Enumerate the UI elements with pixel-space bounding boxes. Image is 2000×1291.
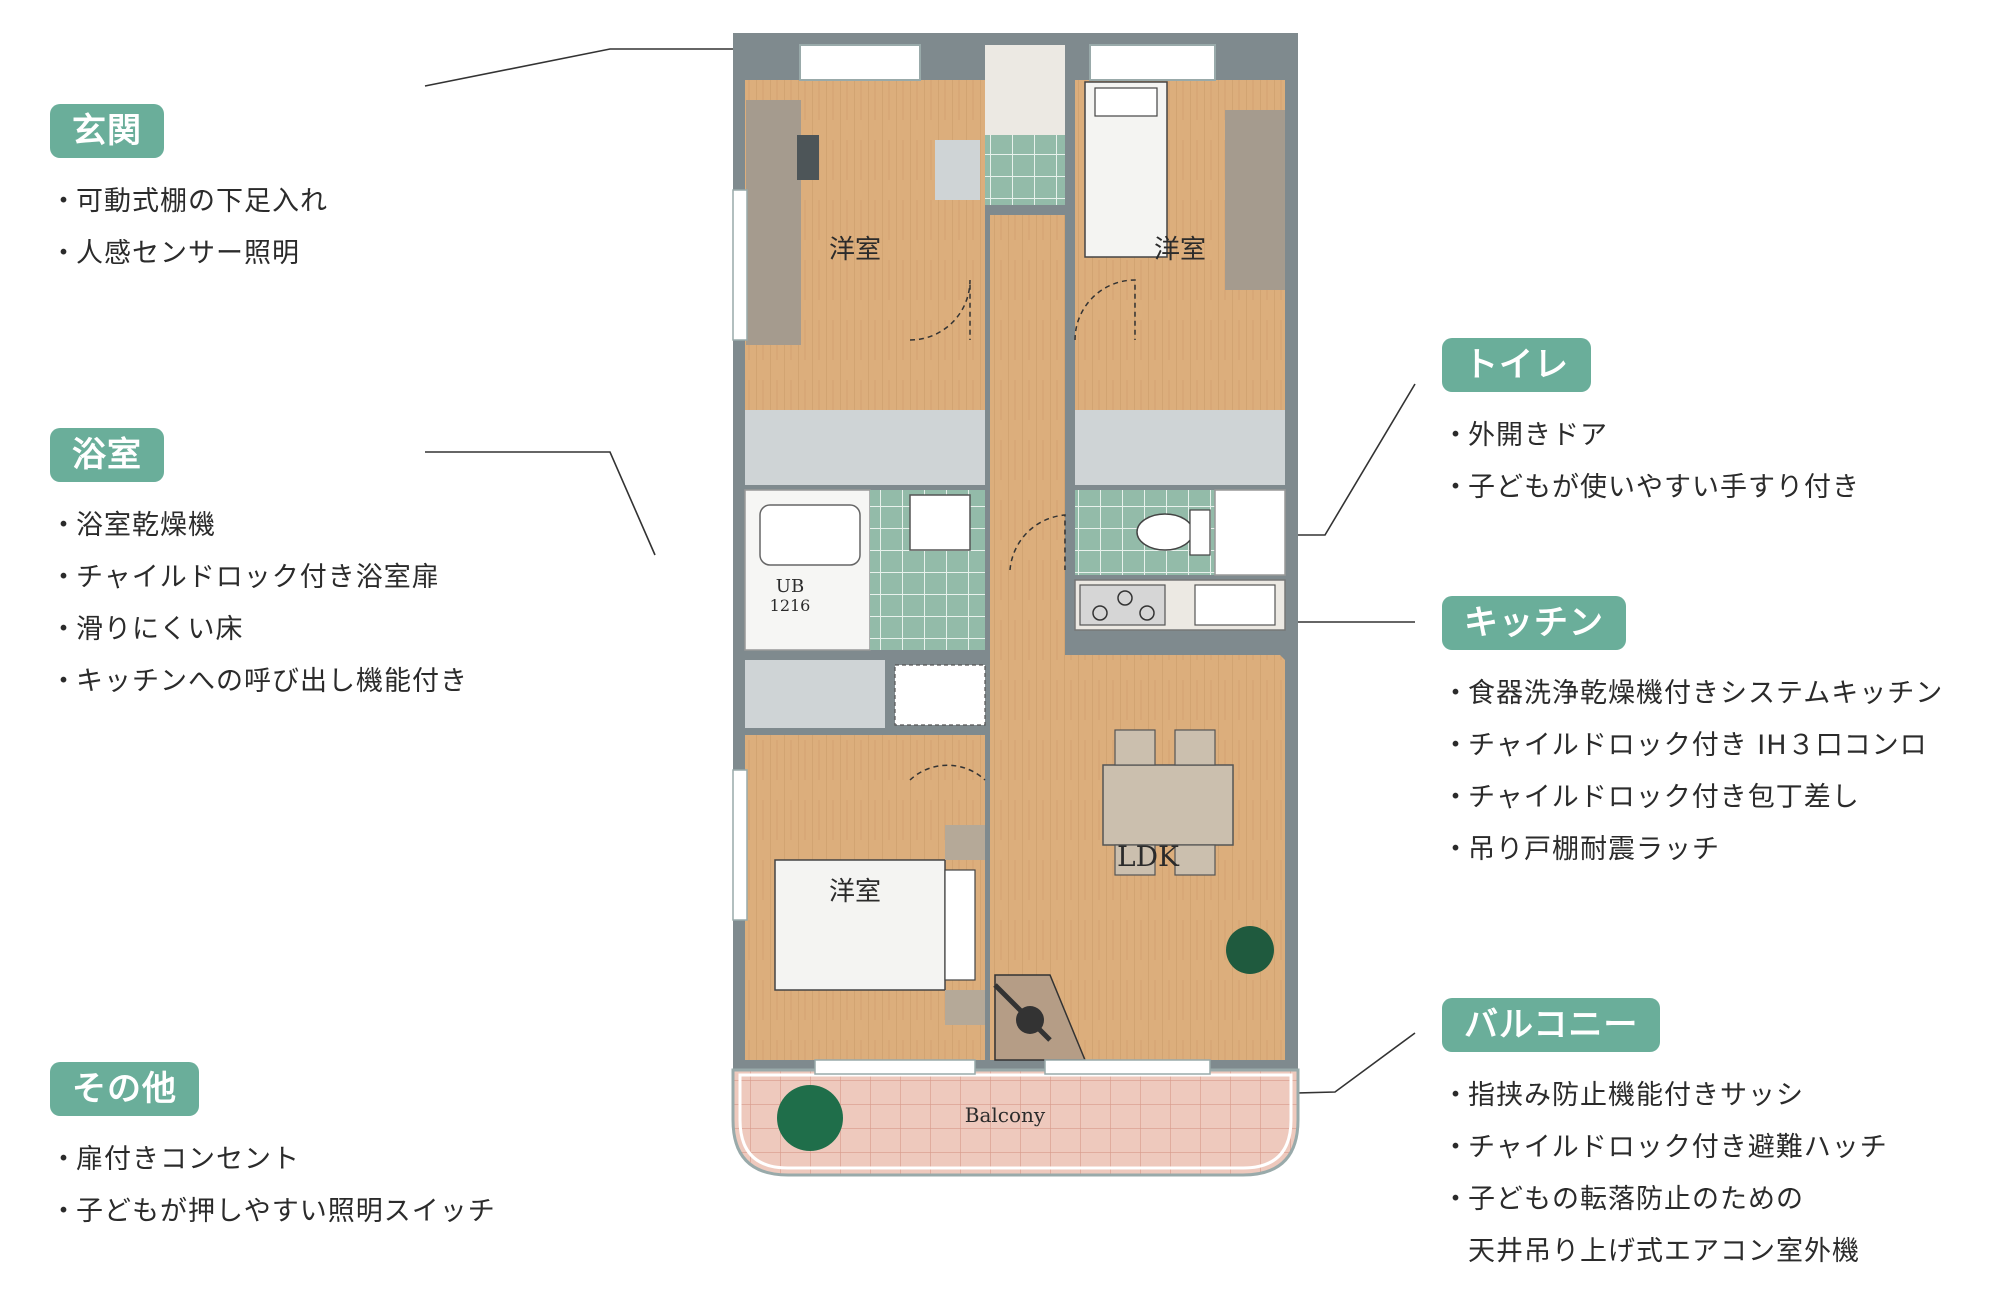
entrance — [985, 45, 1065, 135]
sink — [909, 494, 971, 551]
utility-closet — [745, 660, 885, 728]
list-item: ・人感センサー照明 — [50, 238, 300, 269]
closet-ne — [1075, 410, 1285, 485]
desk-nw — [746, 100, 801, 345]
balcony-area — [731, 1068, 1300, 1177]
corridor — [990, 215, 1065, 655]
list-item: 天井吊り上げ式エアコン室外機 — [1468, 1236, 1860, 1267]
genkan-leader — [424, 48, 790, 87]
ub-label: UB — [776, 576, 804, 597]
list-item: ・キッチンへの呼び出し機能付き — [50, 666, 468, 697]
list-item: ・可動式棚の下足入れ — [50, 186, 328, 217]
yokushitsu-leader — [425, 451, 656, 556]
section-title: トイレ — [1442, 338, 1591, 392]
balcony-label: Balcony — [965, 1103, 1046, 1127]
section-balcony: バルコニー ・指挟み防止機能付きサッシ ・チャイルドロック付き避難ハッチ ・子ど… — [1442, 998, 1888, 1278]
list-item: ・吊り戸棚耐震ラッチ — [1442, 834, 1720, 865]
list-item: ・チャイルドロック付き包丁差し — [1442, 782, 1860, 813]
item-list: ・外開きドア ・子どもが使いやすい手すり付き — [1442, 410, 1860, 514]
toilet-bowl — [1136, 513, 1194, 551]
bed-sw — [774, 859, 946, 991]
room-sw-label: 洋室 — [829, 877, 881, 907]
list-item: ・浴室乾燥機 — [50, 510, 216, 541]
section-yokushitsu: 浴室 ・浴室乾燥機 ・チャイルドロック付き浴室扉 ・滑りにくい床 ・キッチンへの… — [50, 428, 468, 708]
section-title: 玄関 — [50, 104, 164, 158]
leader-lines — [424, 48, 1416, 1098]
list-item: ・扉付きコンセント — [50, 1144, 300, 1175]
list-item: ・外開きドア — [1442, 420, 1608, 451]
dining-table — [1102, 764, 1234, 846]
item-list: ・食器洗浄乾燥機付きシステムキッチン ・チャイルドロック付き IH３口コンロ ・… — [1442, 668, 1943, 876]
item-list: ・可動式棚の下足入れ ・人感センサー照明 — [50, 176, 328, 280]
list-item: ・チャイルドロック付き避難ハッチ — [1442, 1132, 1888, 1163]
desk-ne — [1225, 110, 1285, 290]
plant-ldk — [1226, 926, 1274, 974]
item-list: ・指挟み防止機能付きサッシ ・チャイルドロック付き避難ハッチ ・子どもの転落防止… — [1442, 1070, 1888, 1278]
list-item: ・滑りにくい床 — [50, 614, 244, 645]
list-item: ・チャイルドロック付き IH３口コンロ — [1442, 730, 1928, 761]
plant-balcony — [777, 1085, 843, 1151]
list-item: ・子どもが使いやすい手すり付き — [1442, 472, 1860, 503]
item-list: ・浴室乾燥機 ・チャイルドロック付き浴室扉 ・滑りにくい床 ・キッチンへの呼び出… — [50, 500, 468, 708]
room-nw-label: 洋室 — [829, 235, 881, 265]
section-title: バルコニー — [1442, 998, 1661, 1052]
section-genkan: 玄関 ・可動式棚の下足入れ ・人感センサー照明 — [50, 104, 328, 280]
item-list: ・扉付きコンセント ・子どもが押しやすい照明スイッチ — [50, 1134, 496, 1238]
section-sonota: その他 ・扉付きコンセント ・子どもが押しやすい照明スイッチ — [50, 1062, 496, 1238]
closet-nw — [745, 410, 985, 485]
list-item: ・子どもが押しやすい照明スイッチ — [50, 1196, 496, 1227]
section-kitchen: キッチン ・食器洗浄乾燥機付きシステムキッチン ・チャイルドロック付き IH３口… — [1442, 596, 1943, 876]
room-ne-label: 洋室 — [1154, 235, 1206, 265]
section-title: 浴室 — [50, 428, 164, 482]
list-item: ・食器洗浄乾燥機付きシステムキッチン — [1442, 678, 1944, 709]
ub-size-label: 1216 — [770, 596, 811, 615]
ldk-label: LDK — [1117, 840, 1180, 873]
bathtub — [759, 504, 861, 566]
section-toilet: トイレ ・外開きドア ・子どもが使いやすい手すり付き — [1442, 338, 1860, 514]
section-title: キッチン — [1442, 596, 1626, 650]
list-item: ・指挟み防止機能付きサッシ — [1442, 1080, 1804, 1111]
section-title: その他 — [50, 1062, 199, 1116]
list-item: ・子どもの転落防止のための — [1442, 1184, 1804, 1215]
list-item: ・チャイルドロック付き浴室扉 — [50, 562, 440, 593]
